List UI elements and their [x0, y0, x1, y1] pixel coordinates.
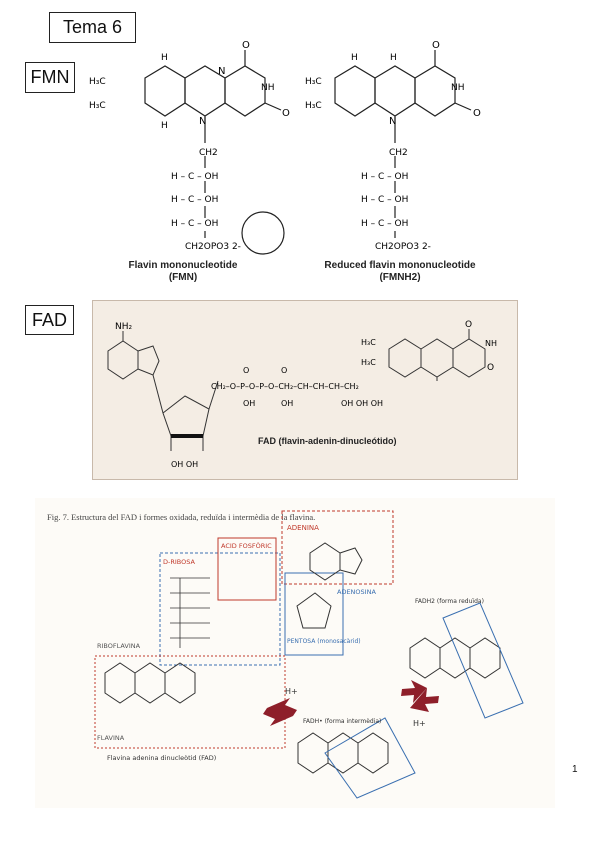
svg-text:O: O [432, 40, 440, 51]
svg-text:N: N [199, 116, 206, 127]
fmn-oxidized-caption: Flavin mononucleotide (FMN) [128, 260, 238, 283]
label-acid-fosforic: ACID FOSFÒRIC [221, 541, 272, 550]
svg-text:O: O [281, 366, 287, 375]
tema-label: Tema 6 [49, 12, 136, 43]
svg-text:H₃C: H₃C [89, 101, 106, 111]
fmnh2-reduced-structure: O O NH H N H₃C H₃C H CH2 H – C – OH H – … [305, 40, 481, 252]
svg-text:OH OH OH: OH OH OH [341, 399, 383, 408]
fmn-chain-ch2: CH2 [199, 148, 218, 158]
svg-text:H₃C: H₃C [89, 77, 106, 87]
svg-text:NH: NH [261, 83, 275, 93]
svg-text:NH: NH [485, 339, 497, 348]
fmn-oxidized-structure: O O NH N N H₃C H₃C H H CH2 H – C – OH H … [89, 40, 290, 255]
fmnh2-chain-4: CH2OPO3 2- [375, 242, 431, 252]
svg-text:H: H [161, 121, 168, 131]
fmnh2-chain-1: H – C – OH [361, 172, 408, 182]
label-d-ribosa: D-RIBOSA [163, 558, 195, 566]
label-pentosa: PENTOSA (monosacàrid) [287, 638, 361, 645]
fmn-section-tag: FMN [25, 62, 75, 93]
svg-text:H: H [351, 53, 358, 63]
svg-text:N: N [389, 116, 396, 127]
figure-7: Fig. 7. Estructura del FAD i formes oxid… [35, 498, 555, 808]
figure-7-diagram: ADENINA ACID FOSFÒRIC D-RIBOSA ADENOSINA… [94, 510, 524, 799]
svg-text:NH: NH [451, 83, 465, 93]
svg-text:O: O [465, 320, 472, 330]
svg-text:H₃C: H₃C [361, 358, 376, 367]
svg-text:OH OH: OH OH [171, 460, 198, 469]
svg-text:O: O [243, 366, 249, 375]
label-h-plus-right: H+ [413, 719, 426, 728]
svg-text:OH: OH [281, 399, 293, 408]
svg-text:H₃C: H₃C [361, 338, 376, 347]
svg-text:H: H [390, 53, 397, 63]
svg-text:H₃C: H₃C [305, 101, 322, 111]
svg-text:N: N [218, 66, 225, 77]
fmn-chain-4: CH2OPO3 2- [185, 242, 241, 252]
svg-text:H₃C: H₃C [305, 77, 322, 87]
svg-text:O: O [487, 363, 494, 373]
label-fadh2-reduced: FADH2 (forma reduïda) [415, 598, 484, 605]
svg-text:CH₂–O–P–O–P–O–CH₂–CH–CH–CH–CH₂: CH₂–O–P–O–P–O–CH₂–CH–CH–CH–CH₂ [211, 382, 359, 391]
label-flavina: FLAVINA [97, 734, 125, 742]
page-number: 1 [572, 764, 578, 775]
svg-text:O: O [282, 108, 290, 119]
fad-structure: NH₂ O NH O H₃C H₃C CH₂–O–P–O–P–O–CH₂–CH–… [107, 320, 497, 469]
fmn-chain-3: H – C – OH [171, 219, 218, 229]
fmnh2-chain-3: H – C – OH [361, 219, 408, 229]
label-fadh-intermediate: FADH• (forma intermèdia) [303, 718, 381, 725]
figure-7-caption: Fig. 7. Estructura del FAD i formes oxid… [47, 512, 316, 522]
fmnh2-chain-2: H – C – OH [361, 195, 408, 205]
fad-section-tag: FAD [25, 305, 74, 335]
fmnh2-reduced-caption: Reduced flavin mononucleotide (FMNH2) [324, 260, 476, 283]
label-adenosina: ADENOSINA [337, 588, 376, 596]
svg-text:NH₂: NH₂ [115, 322, 133, 332]
svg-text:O: O [473, 108, 481, 119]
svg-text:OH: OH [243, 399, 255, 408]
fmn-chain-2: H – C – OH [171, 195, 218, 205]
fad-structure-panel: NH₂ O NH O H₃C H₃C CH₂–O–P–O–P–O–CH₂–CH–… [92, 300, 518, 480]
svg-text:O: O [242, 40, 250, 51]
fmnh2-chain-ch2: CH2 [389, 148, 408, 158]
label-riboflavina: RIBOFLAVINA [97, 642, 141, 650]
label-fad-full: Flavina adenina dinucleòtid (FAD) [107, 754, 216, 762]
svg-text:H: H [161, 53, 168, 63]
fad-caption: FAD (flavin-adenin-dinucleótido) [258, 436, 397, 446]
label-adenina: ADENINA [287, 524, 319, 532]
fmn-chain-1: H – C – OH [171, 172, 218, 182]
label-h-plus-left: H+ [285, 687, 298, 696]
